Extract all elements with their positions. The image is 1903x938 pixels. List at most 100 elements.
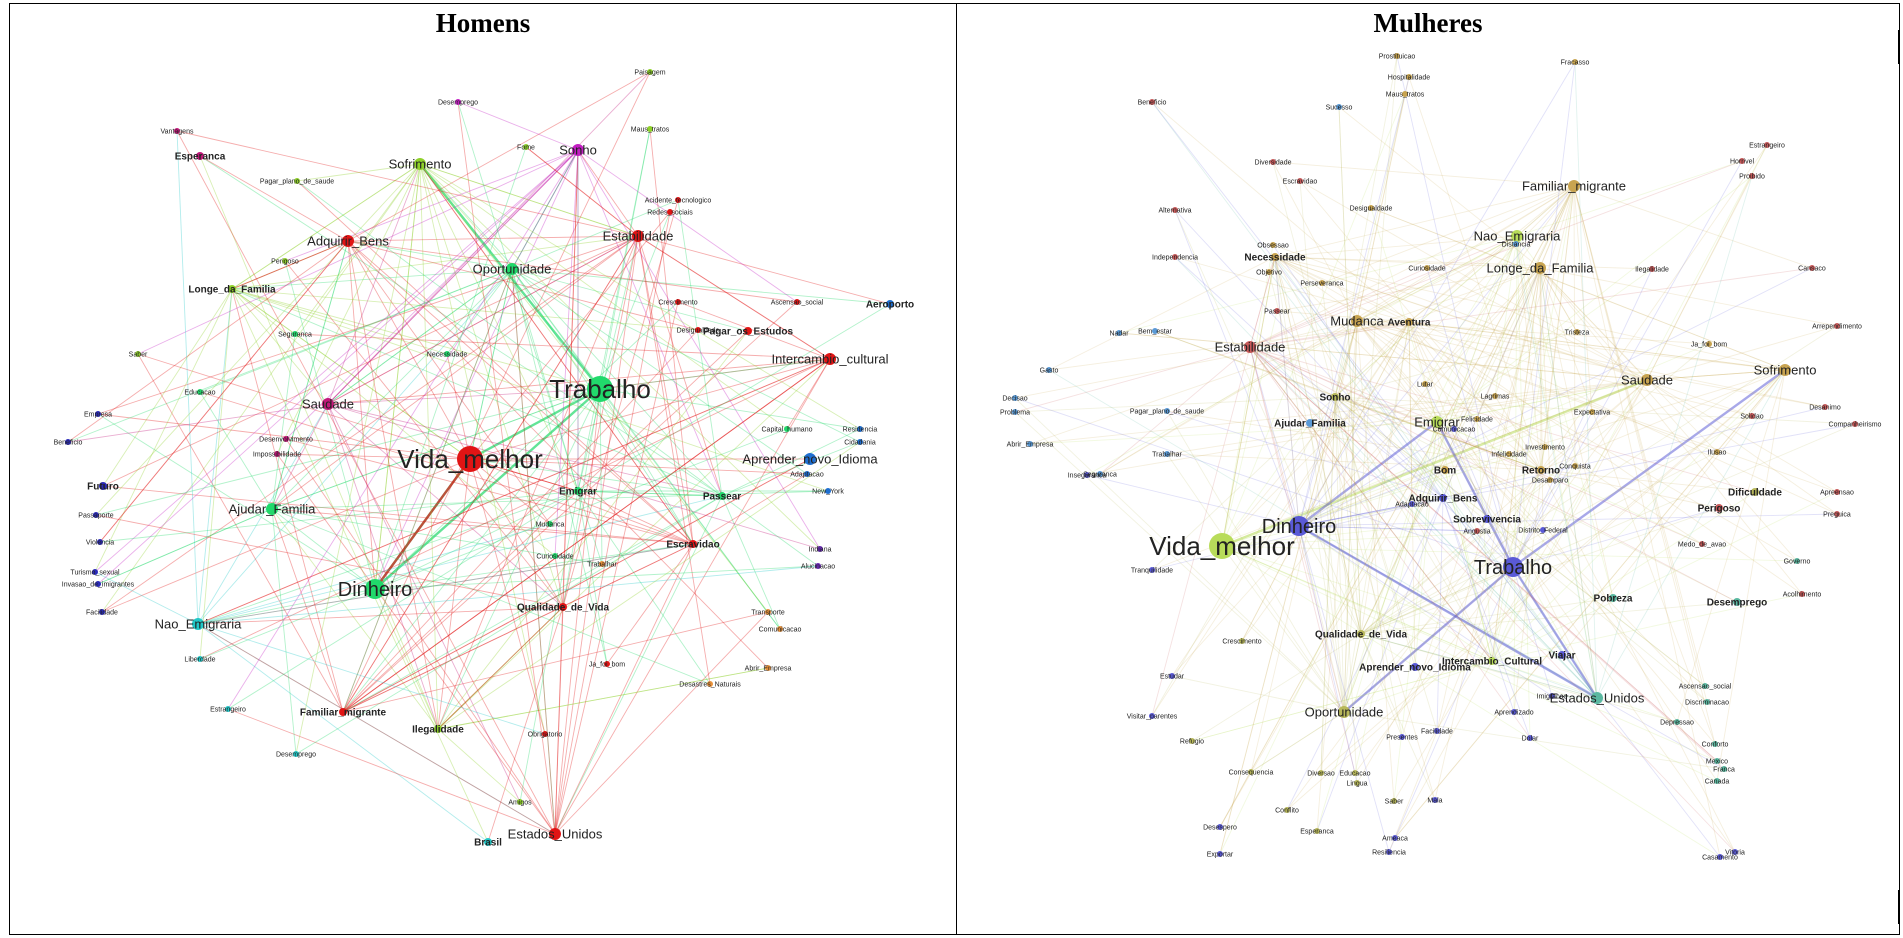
graph-edge [94, 149, 579, 573]
node-label: Alternativa [1158, 207, 1191, 214]
graph-edge [1596, 369, 1786, 699]
graph-edge [1221, 545, 1493, 662]
graph-edge [1249, 320, 1358, 348]
node-label: Trabalho [1474, 557, 1552, 579]
graph-edge [1540, 369, 1786, 471]
graph-node [1721, 766, 1727, 772]
graph-edge [1286, 469, 1542, 811]
graph-edge [1343, 633, 1362, 713]
graph-edge [554, 388, 601, 835]
graph-node [1511, 709, 1517, 715]
graph-edge [577, 490, 723, 497]
graph-edge [347, 240, 699, 331]
graph-edge [1516, 235, 1542, 471]
graph-edge [67, 240, 349, 443]
graph-node [228, 285, 236, 293]
graph-edge [1408, 321, 1416, 668]
node-label: Hospitalidade [1388, 74, 1431, 81]
node-label: Facilidade [86, 609, 118, 616]
graph-edge [1356, 93, 1406, 322]
graph-node [1351, 315, 1363, 327]
graph-edge [1250, 320, 1358, 773]
graph-edge [1360, 379, 1648, 635]
graph-edge [437, 606, 564, 730]
graph-edge [1274, 256, 1708, 703]
graph-edge [1424, 383, 1514, 568]
graph-edge [327, 235, 639, 405]
graph-edge [1174, 209, 1444, 499]
graph-edge [1491, 144, 1768, 662]
node-label: Bem_estar [1138, 328, 1173, 335]
graph-node [1674, 719, 1680, 725]
graph-edge [511, 268, 749, 332]
node-label: New_York [812, 488, 844, 495]
graph-edge [1334, 93, 1406, 398]
graph-node [1534, 262, 1546, 274]
graph-node [1402, 91, 1408, 97]
graph-edge [176, 130, 556, 835]
graph-edge [1540, 469, 1736, 853]
graph-edge [1511, 566, 1599, 699]
graph-edge [1573, 185, 1706, 687]
graph-node [1641, 374, 1653, 386]
graph-edge [1596, 175, 1753, 699]
graph-edge [199, 358, 831, 660]
graph-edge [637, 235, 711, 685]
graph-edge [1298, 428, 1455, 527]
graph-edge [1539, 267, 1718, 453]
graph-edge [231, 288, 471, 460]
graph-edge [1516, 235, 1531, 739]
graph-edge [1221, 343, 1710, 547]
graph-edge [1539, 267, 1798, 562]
graph-edge [1174, 209, 1300, 527]
graph-edge [1515, 243, 1598, 699]
graph-edge [469, 458, 546, 735]
node-label: Cansaco [1798, 265, 1826, 272]
graph-edge [1249, 346, 1718, 762]
graph-edge [1274, 235, 1518, 258]
graph-edge [197, 543, 694, 625]
network-graph-mulheres: Vida_melhorTrabalhoDinheiroSaudadeSofrim… [1000, 53, 1882, 861]
graph-edge [1356, 320, 1703, 545]
graph-edge [285, 438, 694, 545]
graph-node [804, 471, 810, 477]
graph-edge [1360, 566, 1514, 635]
node-label: Empresa [84, 411, 112, 418]
graph-edge [1298, 421, 1438, 527]
graph-edge [1539, 185, 1575, 269]
node-label: Fracasso [1561, 59, 1590, 66]
graph-edge [1221, 545, 1721, 858]
graph-edge [1191, 660, 1493, 742]
graph-edge [1414, 421, 1438, 668]
graph-node [1649, 266, 1655, 272]
graph-node [632, 230, 644, 242]
graph-edge [1491, 185, 1575, 662]
graph-node [1248, 769, 1254, 775]
graph-edge [1574, 61, 1598, 699]
graph-edge [1334, 396, 1493, 662]
node-label: Comunicacao [1433, 426, 1476, 433]
graph-edge [197, 490, 579, 625]
graph-edge [284, 149, 579, 262]
graph-node [1405, 318, 1413, 326]
node-label: Desigualdade [1350, 205, 1393, 212]
graph-edge [1249, 346, 1438, 423]
graph-edge [437, 606, 564, 730]
graph-node [1739, 158, 1745, 164]
graph-edge [1356, 235, 1518, 322]
graph-edge [1573, 185, 1593, 413]
node-label: Prostituicao [1379, 53, 1416, 60]
graph-edge [374, 388, 601, 590]
graph-edge [1356, 320, 1716, 745]
graph-edge [1274, 256, 1493, 662]
node-label: Aprendizado [1494, 709, 1533, 716]
graph-edge [1343, 566, 1514, 713]
graph-node [457, 446, 483, 472]
graph-edge [1086, 379, 1648, 476]
graph-edge [1274, 256, 1410, 323]
graph-node [1172, 254, 1178, 260]
graph-node [1503, 557, 1523, 577]
graph-edge [347, 240, 769, 669]
graph-edge [599, 128, 651, 390]
graph-edge [1298, 185, 1575, 527]
